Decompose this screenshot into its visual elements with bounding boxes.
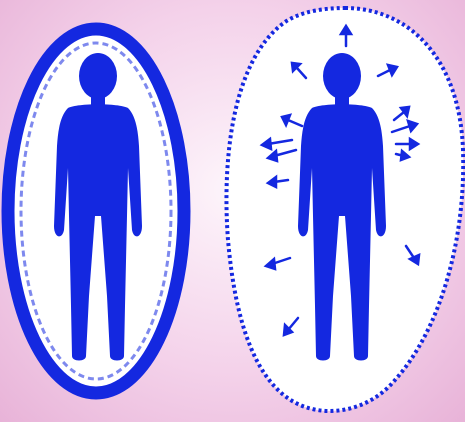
left-aura-figure	[8, 29, 184, 393]
right-aura-figure	[226, 8, 463, 411]
